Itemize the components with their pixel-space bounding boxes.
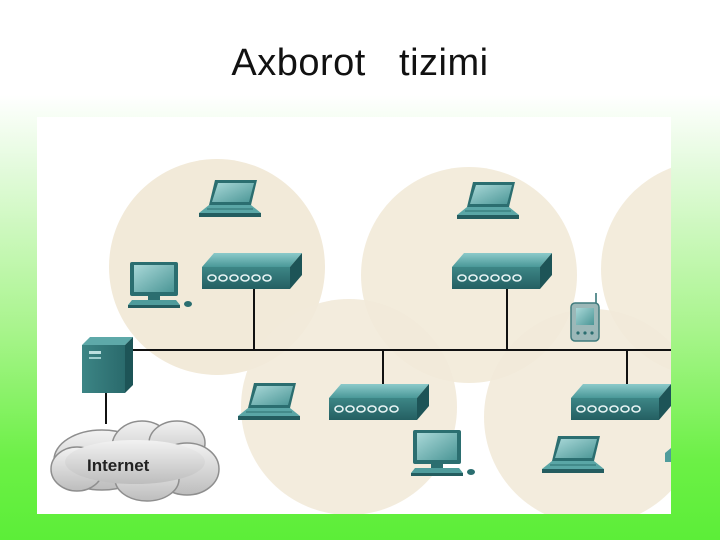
slide-title: Axborot tizimi: [231, 42, 489, 84]
internet-label: Internet: [87, 456, 150, 475]
network-diagram-svg: Internet: [50, 159, 671, 514]
partial-device-right-edge: [665, 448, 671, 462]
network-cables: [105, 289, 671, 424]
hub-bottom-left: [328, 383, 430, 421]
pda-device: [570, 293, 600, 342]
internet-cloud: Internet: [50, 420, 220, 502]
hub-top-middle: [451, 252, 553, 290]
network-diagram: Internet: [37, 117, 671, 514]
server: [82, 337, 133, 393]
hub-bottom-right: [570, 383, 671, 421]
desktop-bottom-middle: [411, 430, 475, 476]
hub-top-left: [201, 252, 303, 290]
